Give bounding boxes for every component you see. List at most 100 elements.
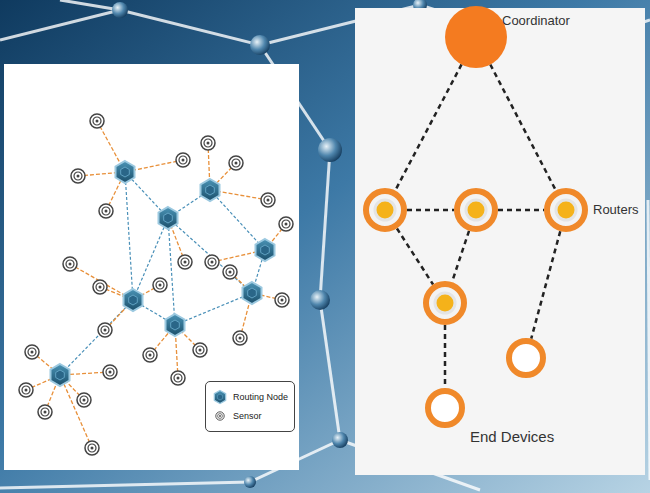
dashed-link — [407, 209, 454, 212]
node-label: End Devices — [470, 428, 554, 445]
router-ring — [426, 284, 464, 322]
sensor-icon — [93, 280, 107, 294]
dashed-link — [498, 209, 544, 212]
dashed-link — [444, 325, 447, 388]
zigbee-panel — [355, 8, 645, 475]
coordinator-node: Coordinator — [445, 6, 507, 68]
sensor-icon — [205, 255, 219, 269]
network-line — [648, 200, 650, 480]
legend-label: Routing Node — [233, 392, 288, 402]
routing-node-icon — [166, 314, 185, 336]
router-node: Routers — [544, 188, 588, 232]
routing-node-icon — [116, 161, 135, 183]
router-node — [363, 188, 407, 232]
routing-link — [60, 300, 133, 375]
node-shape — [544, 188, 588, 232]
sensor-icon — [63, 257, 77, 271]
sensor-icon — [19, 383, 33, 397]
node-label: Coordinator — [502, 14, 570, 29]
mesh-panel — [4, 64, 299, 470]
legend-row: Routing Node — [212, 389, 288, 405]
sensor-icon — [201, 136, 215, 150]
routing-links — [60, 172, 265, 375]
sensor-icon — [223, 265, 237, 279]
network-line — [60, 0, 120, 10]
router-core — [435, 293, 455, 313]
sensor-icon — [25, 345, 39, 359]
network-ball — [112, 2, 128, 18]
sensor-icon — [71, 169, 85, 183]
routing-node-icon — [243, 282, 262, 304]
network-ball — [318, 138, 342, 162]
legend-swatch — [212, 408, 228, 424]
node-shape — [445, 6, 507, 68]
end-device-node: End Devices — [425, 388, 465, 428]
network-line — [0, 482, 250, 488]
legend-label: Sensor — [233, 411, 262, 421]
dashed-link — [452, 231, 469, 282]
sensor-icon — [233, 331, 247, 345]
sensor-icon — [178, 255, 192, 269]
network-ball — [250, 35, 270, 55]
routing-link — [125, 172, 133, 300]
sensor-icon — [275, 293, 289, 307]
sensor-icon — [193, 343, 207, 357]
dashed-link — [397, 228, 433, 284]
router-ring — [547, 191, 585, 229]
legend-swatch — [212, 389, 228, 405]
router-core — [375, 200, 395, 220]
network-ball — [332, 432, 348, 448]
sensor-icon — [90, 114, 104, 128]
dashed-link — [395, 64, 461, 190]
router-core — [466, 200, 486, 220]
node-shape — [423, 281, 467, 325]
router-ring — [366, 191, 404, 229]
sensor-icon — [99, 204, 113, 218]
sensor-icon — [261, 193, 275, 207]
sensor-icon — [98, 323, 112, 337]
routing-link — [168, 218, 252, 293]
sensor-icon — [176, 153, 190, 167]
sensor-icon — [143, 348, 157, 362]
routing-link — [210, 190, 265, 250]
sensor-icon — [171, 371, 185, 385]
legend-box: Routing NodeSensor — [205, 381, 295, 432]
node-shape — [363, 188, 407, 232]
network-line — [0, 10, 120, 40]
routing-link — [133, 218, 168, 300]
network-line — [320, 300, 340, 440]
node-shape — [506, 338, 546, 378]
legend-symbol — [214, 390, 225, 403]
sensor-icon — [103, 365, 117, 379]
routing-node-icon — [201, 179, 220, 201]
sensor-icon — [279, 217, 293, 231]
node-shape — [425, 388, 465, 428]
end-device-node — [506, 338, 546, 378]
routing-node-icon — [256, 239, 275, 261]
sensor-icon — [229, 156, 243, 170]
dashed-link — [531, 231, 560, 338]
router-node — [423, 281, 467, 325]
sensor-icon — [77, 393, 91, 407]
network-line — [320, 150, 330, 300]
routing-nodes — [51, 161, 275, 386]
sensor-icon — [85, 441, 99, 455]
sensor-icon — [38, 405, 52, 419]
router-node — [454, 188, 498, 232]
sensor-icon — [153, 278, 167, 292]
routing-node-icon — [124, 289, 143, 311]
router-ring — [457, 191, 495, 229]
coordinator-circle — [445, 6, 507, 68]
end-device-ring — [509, 341, 543, 375]
router-core — [556, 200, 576, 220]
dashed-link — [490, 65, 556, 191]
end-device-ring — [428, 391, 462, 425]
network-ball — [310, 290, 330, 310]
node-shape — [454, 188, 498, 232]
network-line — [120, 10, 260, 45]
node-label: Routers — [593, 203, 639, 218]
